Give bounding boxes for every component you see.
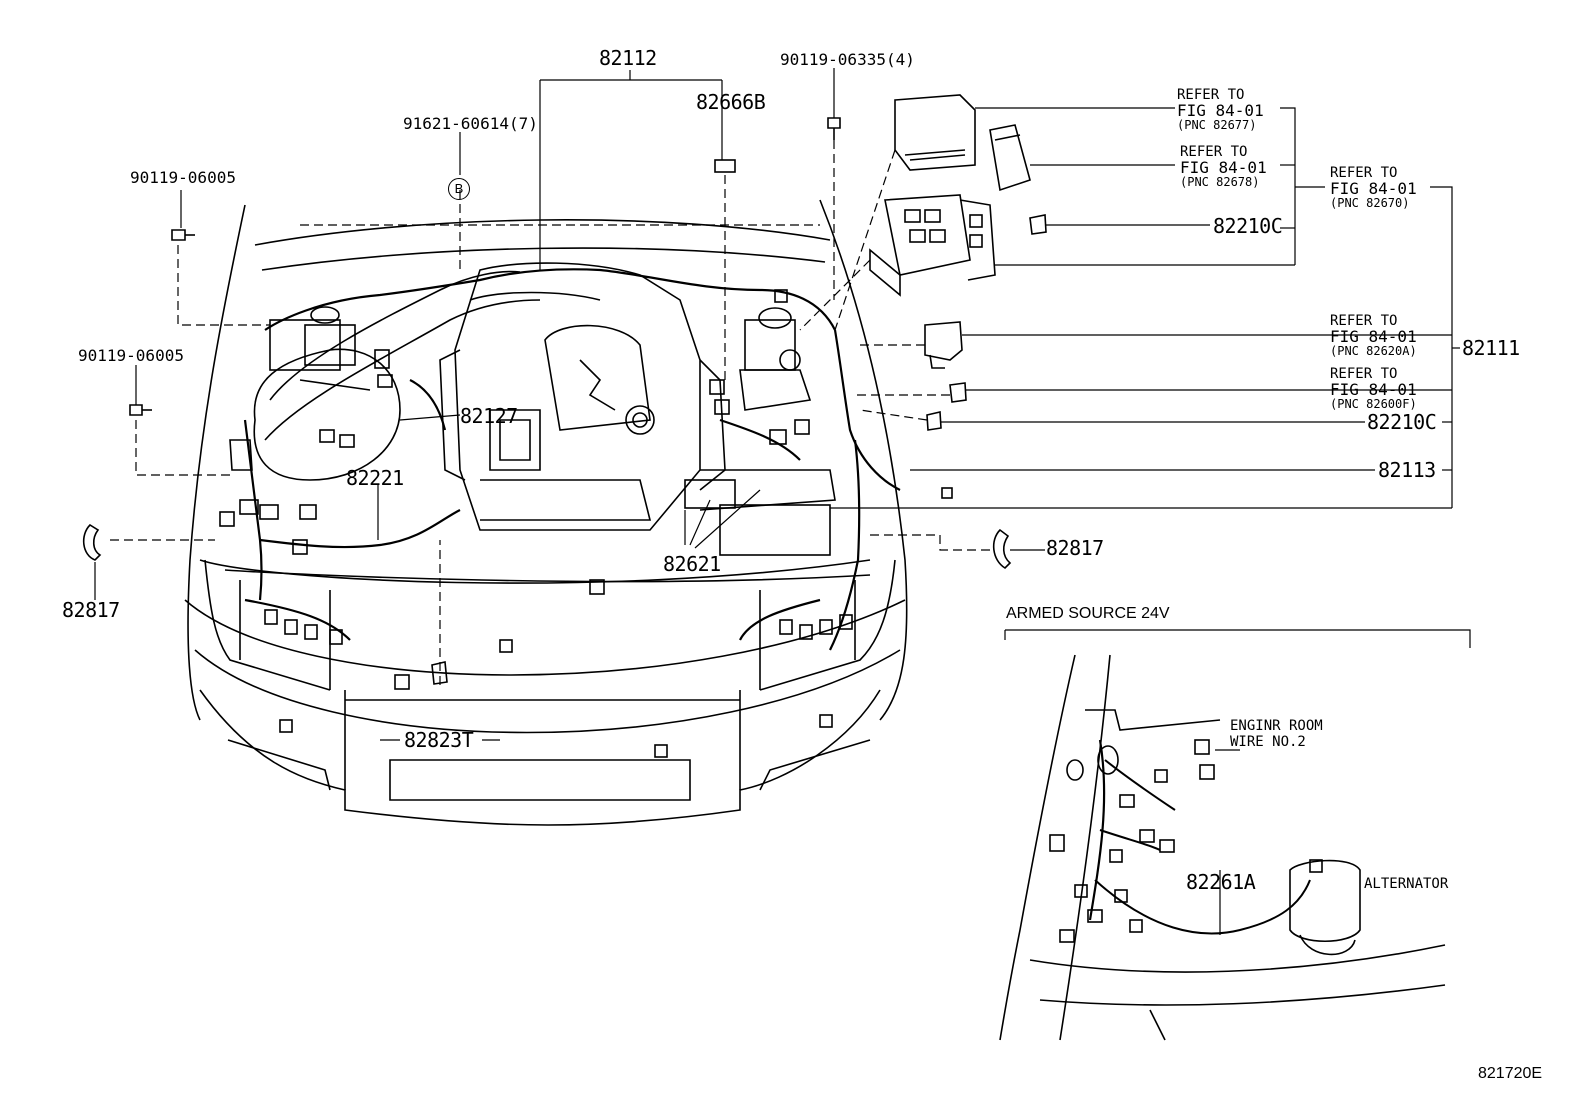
ref-82620a-line1: REFER TO [1330,313,1398,329]
air-intake-tube [253,270,541,481]
ref-note-82620a: REFER TO FIG 84-01 (PNC 82620A) [1330,314,1417,359]
engine-block [439,262,726,531]
label-82210c-top: 82210C [1213,214,1283,238]
ref-82670-line3: (PNC 82670) [1330,196,1410,210]
label-82127: 82127 [460,404,518,428]
label-82261a: 82261A [1186,870,1256,894]
relay-box-82678 [989,124,1031,192]
clamp-82817-right [992,528,1012,570]
label-82113: 82113 [1378,458,1436,482]
ref-82670-line1: REFER TO [1330,165,1398,181]
engine-room-wire-line1: ENGINR ROOM [1230,718,1323,734]
ref-82600f-line3: (PNC 82600F) [1330,397,1417,411]
ref-82677-line1: REFER TO [1177,87,1245,103]
label-90119-06005-mid: 90119-06005 [78,346,184,365]
ref-82600f-line2: FIG 84-01 [1330,380,1417,399]
label-engine-room-wire: ENGINR ROOM WIRE NO.2 [1230,718,1323,750]
relay-82600f [949,382,967,403]
relay-box-82677 [894,94,976,171]
inset-armed-source-24v [999,629,1471,1041]
label-91621-60614: 91621-60614(7) [403,114,538,133]
ref-82677-line3: (PNC 82677) [1177,118,1257,132]
label-82112: 82112 [599,46,657,70]
ref-82678-line3: (PNC 82678) [1180,175,1260,189]
bolt-90119-06005-mid [129,404,152,416]
label-82823t: 82823T [404,728,474,752]
ref-note-82677: REFER TO FIG 84-01 (PNC 82677) [1177,88,1264,133]
bolt-90119-06005-top [171,229,195,241]
ref-note-82600f: REFER TO FIG 84-01 (PNC 82600F) [1330,367,1417,412]
figure-code: 821720E [1478,1065,1543,1082]
connector-82210c-top [1029,214,1047,235]
wiring-harness [243,268,901,651]
label-alternator: ALTERNATOR [1364,876,1449,892]
label-82111: 82111 [1462,336,1520,360]
relay-82620a [924,321,963,369]
ref-82670-line2: FIG 84-01 [1330,179,1417,198]
ref-82677-line2: FIG 84-01 [1177,101,1264,120]
ref-note-82678: REFER TO FIG 84-01 (PNC 82678) [1180,145,1267,190]
harness-connectors [219,289,953,758]
ref-82678-line2: FIG 84-01 [1180,158,1267,177]
label-82221: 82221 [346,466,404,490]
marker-b: B [448,178,470,200]
ref-82620a-line2: FIG 84-01 [1330,327,1417,346]
inset-title-armed-source: ARMED SOURCE 24V [1006,605,1170,622]
clip-82666b [714,159,736,173]
ref-note-82670: REFER TO FIG 84-01 (PNC 82670) [1330,166,1417,211]
connector-82823t [431,661,448,685]
engine-room-wire-line2: WIRE NO.2 [1230,734,1306,750]
ref-82620a-line3: (PNC 82620A) [1330,344,1417,358]
label-82621: 82621 [663,552,721,576]
label-82817-right: 82817 [1046,536,1104,560]
connector-82210c-mid [926,411,942,431]
label-90119-06335: 90119-06335(4) [780,50,915,69]
ref-82600f-line1: REFER TO [1330,366,1398,382]
label-82210c-mid: 82210C [1367,410,1437,434]
dashed-reference-lines [110,140,990,685]
right-engine-components [684,307,836,556]
label-90119-06005-top: 90119-06005 [130,168,236,187]
label-82666b: 82666B [696,90,766,114]
bolt-90119-06335 [827,117,841,140]
ref-82678-line1: REFER TO [1180,144,1248,160]
vehicle-body-outline [184,199,908,826]
clamp-82817-left [82,523,102,561]
label-82817-left: 82817 [62,598,120,622]
junction-block-82670 [869,194,996,297]
leader-lines [94,68,1460,741]
